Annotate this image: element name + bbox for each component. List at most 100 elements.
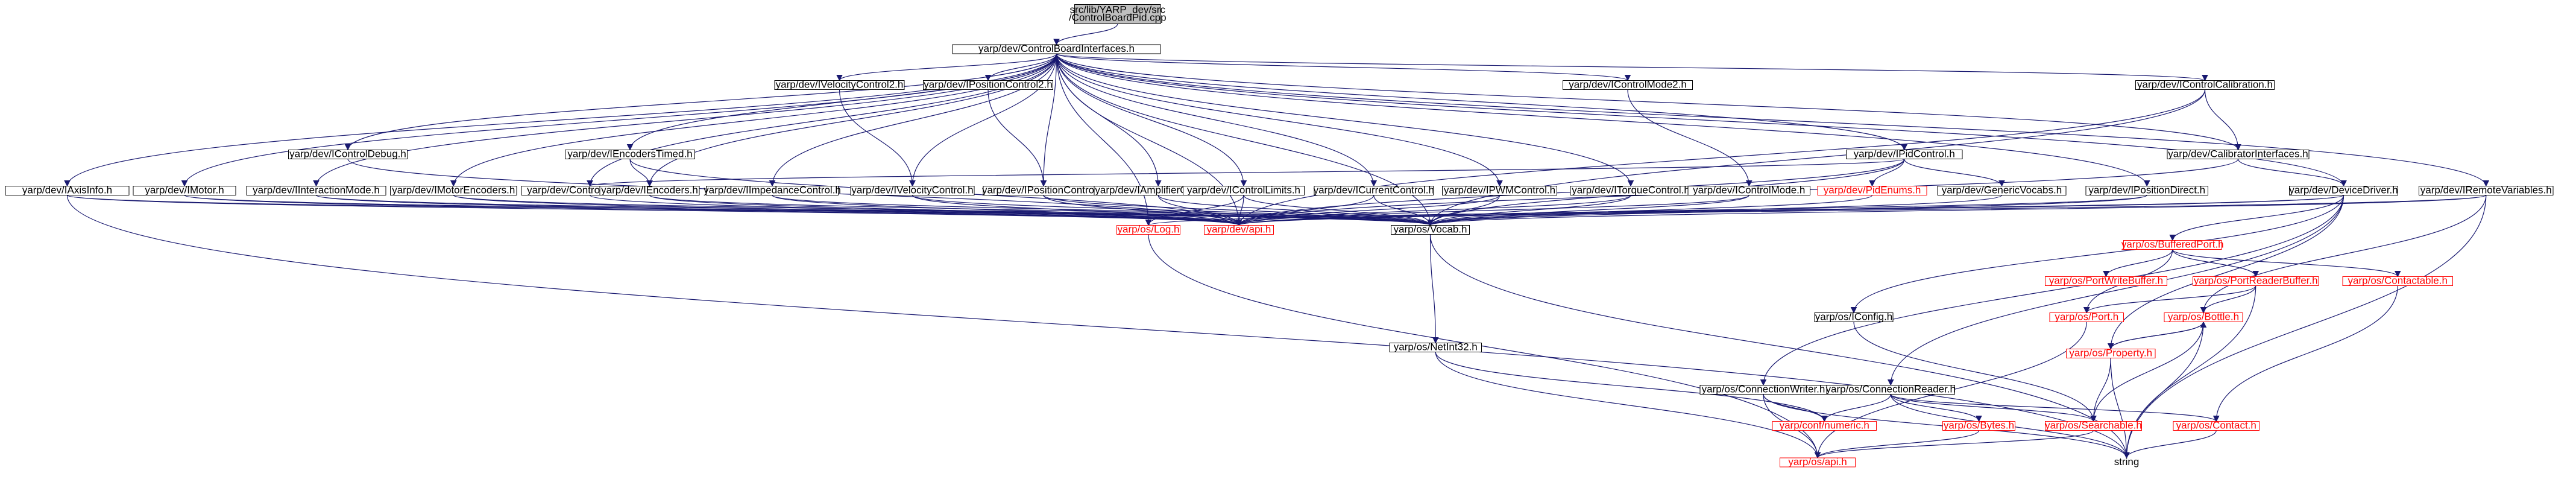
node-label-icontroldebug: yarp/dev/IControlDebug.h <box>289 148 406 160</box>
edge-itorquecontrol-to-devapi <box>1235 194 1631 226</box>
node-portreaderbuffer[interactable]: yarp/os/PortReaderBuffer.h <box>2193 275 2319 287</box>
node-contact[interactable]: yarp/os/Contact.h <box>2173 420 2260 431</box>
node-label-cbi: yarp/dev/ControlBoardInterfaces.h <box>978 43 1135 54</box>
edge-cbi-to-ipositioncontrol2 <box>984 53 1057 81</box>
node-property[interactable]: yarp/os/Property.h <box>2066 347 2156 359</box>
node-string[interactable]: string <box>2114 456 2140 468</box>
edge-cbi-to-ipositiondirect <box>1056 53 2150 187</box>
node-label-genericvocabs: yarp/dev/GenericVocabs.h <box>1942 185 2062 196</box>
node-bottle[interactable]: yarp/os/Bottle.h <box>2164 311 2243 323</box>
node-ipositioncontrol[interactable]: yarp/dev/IPositionControl.h <box>982 185 1105 196</box>
node-itorquecontrol[interactable]: yarp/dev/ITorqueControl.h <box>1570 185 1692 196</box>
node-label-iinteractionmode: yarp/dev/IInteractionMode.h <box>253 185 380 196</box>
node-label-iconfig: yarp/os/IConfig.h <box>1815 311 1893 323</box>
node-iencoders[interactable]: yarp/dev/IEncoders.h <box>599 185 700 196</box>
node-imotorencoders[interactable]: yarp/dev/IMotorEncoders.h <box>390 185 517 196</box>
edge-ipidcontrol-to-controlboardpid <box>587 158 1905 187</box>
node-portwritebuffer[interactable]: yarp/os/PortWriteBuffer.h <box>2045 275 2167 287</box>
node-label-ipositiondirect: yarp/dev/IPositionDirect.h <box>2088 185 2205 196</box>
node-box-connectionreader <box>1826 385 1955 395</box>
node-ipositiondirect[interactable]: yarp/dev/IPositionDirect.h <box>2085 185 2208 196</box>
node-vocab[interactable]: yarp/os/Vocab.h <box>1391 224 1470 235</box>
edge-bufferedport-to-portwritebuffer <box>2103 249 2173 277</box>
node-contactable[interactable]: yarp/os/Contactable.h <box>2342 275 2453 287</box>
node-iencoderstimed[interactable]: yarp/dev/IEncodersTimed.h <box>565 148 695 160</box>
node-box-iencoderstimed <box>565 150 695 159</box>
node-connectionwriter[interactable]: yarp/os/ConnectionWriter.h <box>1699 384 1827 395</box>
edge-searchable-to-osapi <box>1814 430 2094 459</box>
edge-ipositiondirect-to-devapi <box>1236 194 2147 226</box>
node-box-icurrentcontrol <box>1314 186 1434 195</box>
node-devicedriver[interactable]: yarp/dev/DeviceDriver.h <box>2289 185 2398 196</box>
node-icontrolmode[interactable]: yarp/dev/IControlMode.h <box>1687 185 1810 196</box>
edge-netint32-to-confignumeric <box>1435 352 1828 422</box>
edge-cbi-to-iencoderstimed <box>626 53 1057 151</box>
node-netint32[interactable]: yarp/os/NetInt32.h <box>1389 341 1482 353</box>
node-box-netint32 <box>1389 343 1482 352</box>
edge-cbi-to-itorquecontrol <box>1056 53 1634 187</box>
node-box-imotor <box>133 186 236 195</box>
node-ivelocitycontrol2[interactable]: yarp/dev/IVelocityControl2.h <box>774 79 905 90</box>
node-box-icontrolcalibration <box>2135 80 2275 90</box>
edge-calibratorinterfaces-to-devicedriver <box>2237 159 2347 187</box>
node-label-iencoderstimed: yarp/dev/IEncodersTimed.h <box>567 148 692 160</box>
node-icontrollimits[interactable]: yarp/dev/IControlLimits.h <box>1183 185 1305 196</box>
edge-controlboardpid-to-devapi <box>589 194 1242 226</box>
node-label-ipositioncontrol: yarp/dev/IPositionControl.h <box>982 185 1105 196</box>
node-label-bottle: yarp/os/Bottle.h <box>2168 311 2239 323</box>
node-icontrolmode2[interactable]: yarp/dev/IControlMode2.h <box>1563 79 1693 90</box>
node-calibratorinterfaces[interactable]: yarp/dev/CalibratorInterfaces.h <box>2167 148 2310 160</box>
edge-portreaderbuffer-to-port <box>2083 285 2256 314</box>
node-label-portwritebuffer: yarp/os/PortWriteBuffer.h <box>2049 275 2163 287</box>
node-iimpedancecontrol[interactable]: yarp/dev/IImpedanceControl.h <box>704 185 841 196</box>
node-label-iimpedancecontrol: yarp/dev/IImpedanceControl.h <box>704 185 841 196</box>
node-icurrentcontrol[interactable]: yarp/dev/ICurrentControl.h <box>1314 185 1434 196</box>
node-iremotevariables[interactable]: yarp/dev/IRemoteVariables.h <box>2419 185 2554 196</box>
edge-cbi-to-icontrollimits <box>1056 53 1247 187</box>
node-box-icontrolmode2 <box>1563 80 1693 90</box>
edge-connectionreader-to-confignumeric <box>1821 394 1891 422</box>
node-port[interactable]: yarp/os/Port.h <box>2049 311 2124 323</box>
edge-portreaderbuffer-to-bottle <box>2200 285 2256 314</box>
node-iaxisinfo[interactable]: yarp/dev/IAxisInfo.h <box>5 185 130 196</box>
node-ivelocitycontrol[interactable]: yarp/dev/IVelocityControl.h <box>850 185 975 196</box>
edge-property-to-searchable <box>2090 358 2111 422</box>
edge-cbi-to-calibratorinterfaces <box>1056 53 2241 151</box>
node-cbi[interactable]: yarp/dev/ControlBoardInterfaces.h <box>952 43 1161 54</box>
edge-cbi-to-iremotevariables <box>1056 53 2489 187</box>
node-bufferedport[interactable]: yarp/os/BufferedPort.h <box>2121 239 2224 250</box>
edge-cbi-to-icontrolmode2 <box>1056 53 1631 81</box>
node-box-property <box>2066 349 2156 358</box>
node-log[interactable]: yarp/os/Log.h <box>1116 224 1180 235</box>
node-label-ipositioncontrol2: yarp/dev/IPositionControl2.h <box>924 79 1053 90</box>
edge-connectionreader-to-bytes <box>1890 394 1982 422</box>
edge-icontrollimits-to-log <box>1145 195 1244 226</box>
edge-iencoderstimed-to-iencoders <box>629 159 653 187</box>
node-box-portwritebuffer <box>2045 276 2167 286</box>
node-searchable[interactable]: yarp/os/Searchable.h <box>2045 420 2142 431</box>
node-ipwmcontrol[interactable]: yarp/dev/IPWMControl.h <box>1442 185 1557 196</box>
node-devapi[interactable]: yarp/dev/api.h <box>1204 224 1274 235</box>
edge-bufferedport-to-contactable <box>2172 249 2401 277</box>
edge-devicedriver-to-connectionwriter <box>1760 195 2345 386</box>
node-box-root <box>1074 4 1161 24</box>
edge-devicedriver-to-connectionreader <box>1887 195 2345 386</box>
node-genericvocabs[interactable]: yarp/dev/GenericVocabs.h <box>1937 185 2067 196</box>
node-icontroldebug[interactable]: yarp/dev/IControlDebug.h <box>288 148 408 160</box>
node-bytes[interactable]: yarp/os/Bytes.h <box>1942 420 2015 431</box>
node-iinteractionmode[interactable]: yarp/dev/IInteractionMode.h <box>246 185 386 196</box>
node-label-vocab: yarp/os/Vocab.h <box>1394 224 1467 235</box>
node-connectionreader[interactable]: yarp/os/ConnectionReader.h <box>1826 384 1956 395</box>
edge-bottle-to-string <box>2123 322 2204 459</box>
node-label-root: /ControlBoardPid.cpp <box>1069 12 1167 24</box>
node-box-iinteractionmode <box>246 186 386 195</box>
node-imotor[interactable]: yarp/dev/IMotor.h <box>133 185 236 196</box>
node-osapi[interactable]: yarp/os/api.h <box>1780 456 1856 468</box>
node-iconfig[interactable]: yarp/os/IConfig.h <box>1814 311 1894 323</box>
node-ipidcontrol[interactable]: yarp/dev/IPidControl.h <box>1846 148 1963 160</box>
node-icontrolcalibration[interactable]: yarp/dev/IControlCalibration.h <box>2135 79 2275 90</box>
node-confignumeric[interactable]: yarp/conf/numeric.h <box>1772 420 1877 431</box>
node-ipositioncontrol2[interactable]: yarp/dev/IPositionControl2.h <box>923 79 1053 90</box>
node-label-devicedriver: yarp/dev/DeviceDriver.h <box>2289 185 2398 196</box>
node-pidenums[interactable]: yarp/dev/PidEnums.h <box>1817 185 1927 196</box>
